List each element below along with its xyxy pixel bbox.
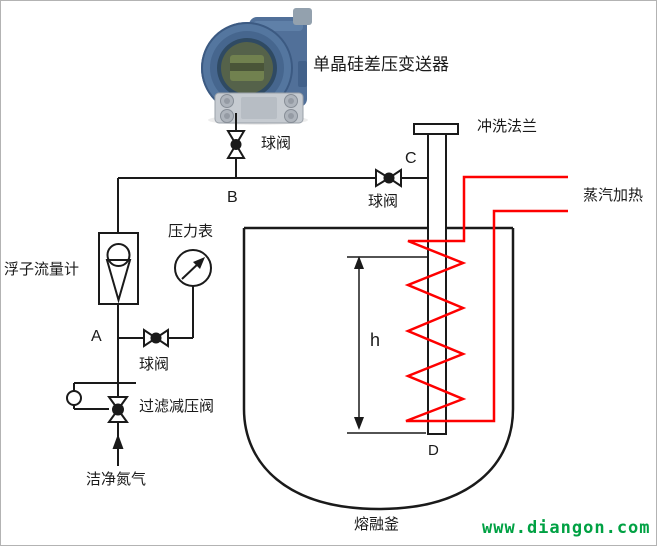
height-h-label: h: [370, 330, 381, 350]
transmitter-title: 单晶硅差压变送器: [313, 55, 449, 74]
transmitter-ball-valve-symbol: [226, 130, 246, 159]
gauge-ball-valve-symbol: [143, 328, 169, 348]
h-dimension-lines: [347, 256, 428, 434]
pressure-gauge-symbol: [174, 249, 212, 287]
gauge-valve-label: 球阀: [139, 356, 170, 373]
piping-lines: [73, 113, 428, 466]
pressure-gauge-label: 压力表: [168, 223, 214, 240]
point-c-label: C: [405, 150, 417, 167]
flush-flange-pipe: [413, 123, 459, 435]
float-flowmeter-symbol: [98, 232, 139, 305]
point-d-label: D: [428, 442, 439, 459]
steam-heating-label: 蒸汽加热: [583, 187, 644, 204]
point-b-label: B: [227, 189, 238, 206]
flush-flange-label: 冲洗法兰: [477, 118, 538, 135]
site-watermark: www.diangon.com: [482, 518, 651, 538]
filter-valve-label: 过滤减压阀: [139, 398, 215, 415]
nitrogen-label: 洁净氮气: [86, 471, 147, 488]
steam-heating-coil: [404, 175, 568, 423]
vessel-valve-label: 球阀: [368, 193, 399, 210]
filter-reducing-valve-symbol: [66, 390, 129, 423]
transmitter-valve-label: 球阀: [261, 135, 292, 152]
nitrogen-flow-arrow-icon: [112, 434, 124, 449]
point-a-label: A: [91, 328, 102, 345]
float-flowmeter-label: 浮子流量计: [4, 261, 80, 278]
vessel-ball-valve-symbol: [375, 168, 402, 188]
vessel-label: 熔融釜: [354, 516, 400, 533]
vessel-outline: [242, 226, 515, 511]
transmitter-photo-icon: [201, 8, 312, 125]
